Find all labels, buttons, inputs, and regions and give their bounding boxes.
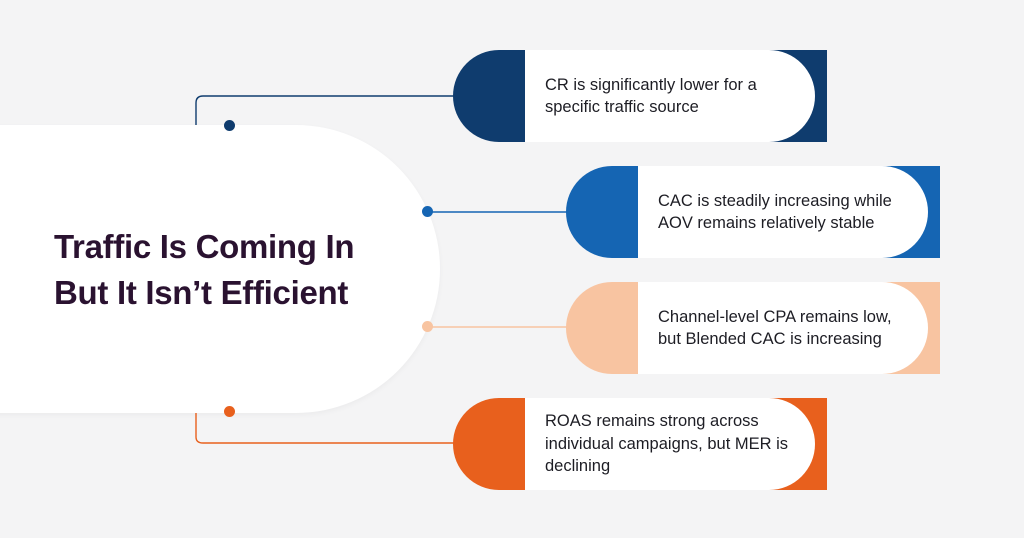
page-title: Traffic Is Coming In But It Isn’t Effici… xyxy=(54,228,355,311)
list-item: ROAS remains strong across individual ca… xyxy=(453,398,827,490)
list-item: CR is significantly lower for a specific… xyxy=(453,50,827,142)
connector-1 xyxy=(195,95,455,125)
hero-pill xyxy=(0,125,440,413)
list-item: CAC is steadily increasing while AOV rem… xyxy=(566,166,940,258)
node-dot-1 xyxy=(224,120,235,131)
item-text: CR is significantly lower for a specific… xyxy=(545,75,757,117)
item-text: ROAS remains strong across individual ca… xyxy=(545,412,789,476)
item-text: Channel-level CPA remains low, but Blend… xyxy=(658,307,892,349)
connector-4 xyxy=(195,413,455,444)
node-dot-3 xyxy=(422,321,433,332)
node-dot-2 xyxy=(422,206,433,217)
list-item: Channel-level CPA remains low, but Blend… xyxy=(566,282,940,374)
node-dot-4 xyxy=(224,406,235,417)
item-text: CAC is steadily increasing while AOV rem… xyxy=(658,191,892,233)
